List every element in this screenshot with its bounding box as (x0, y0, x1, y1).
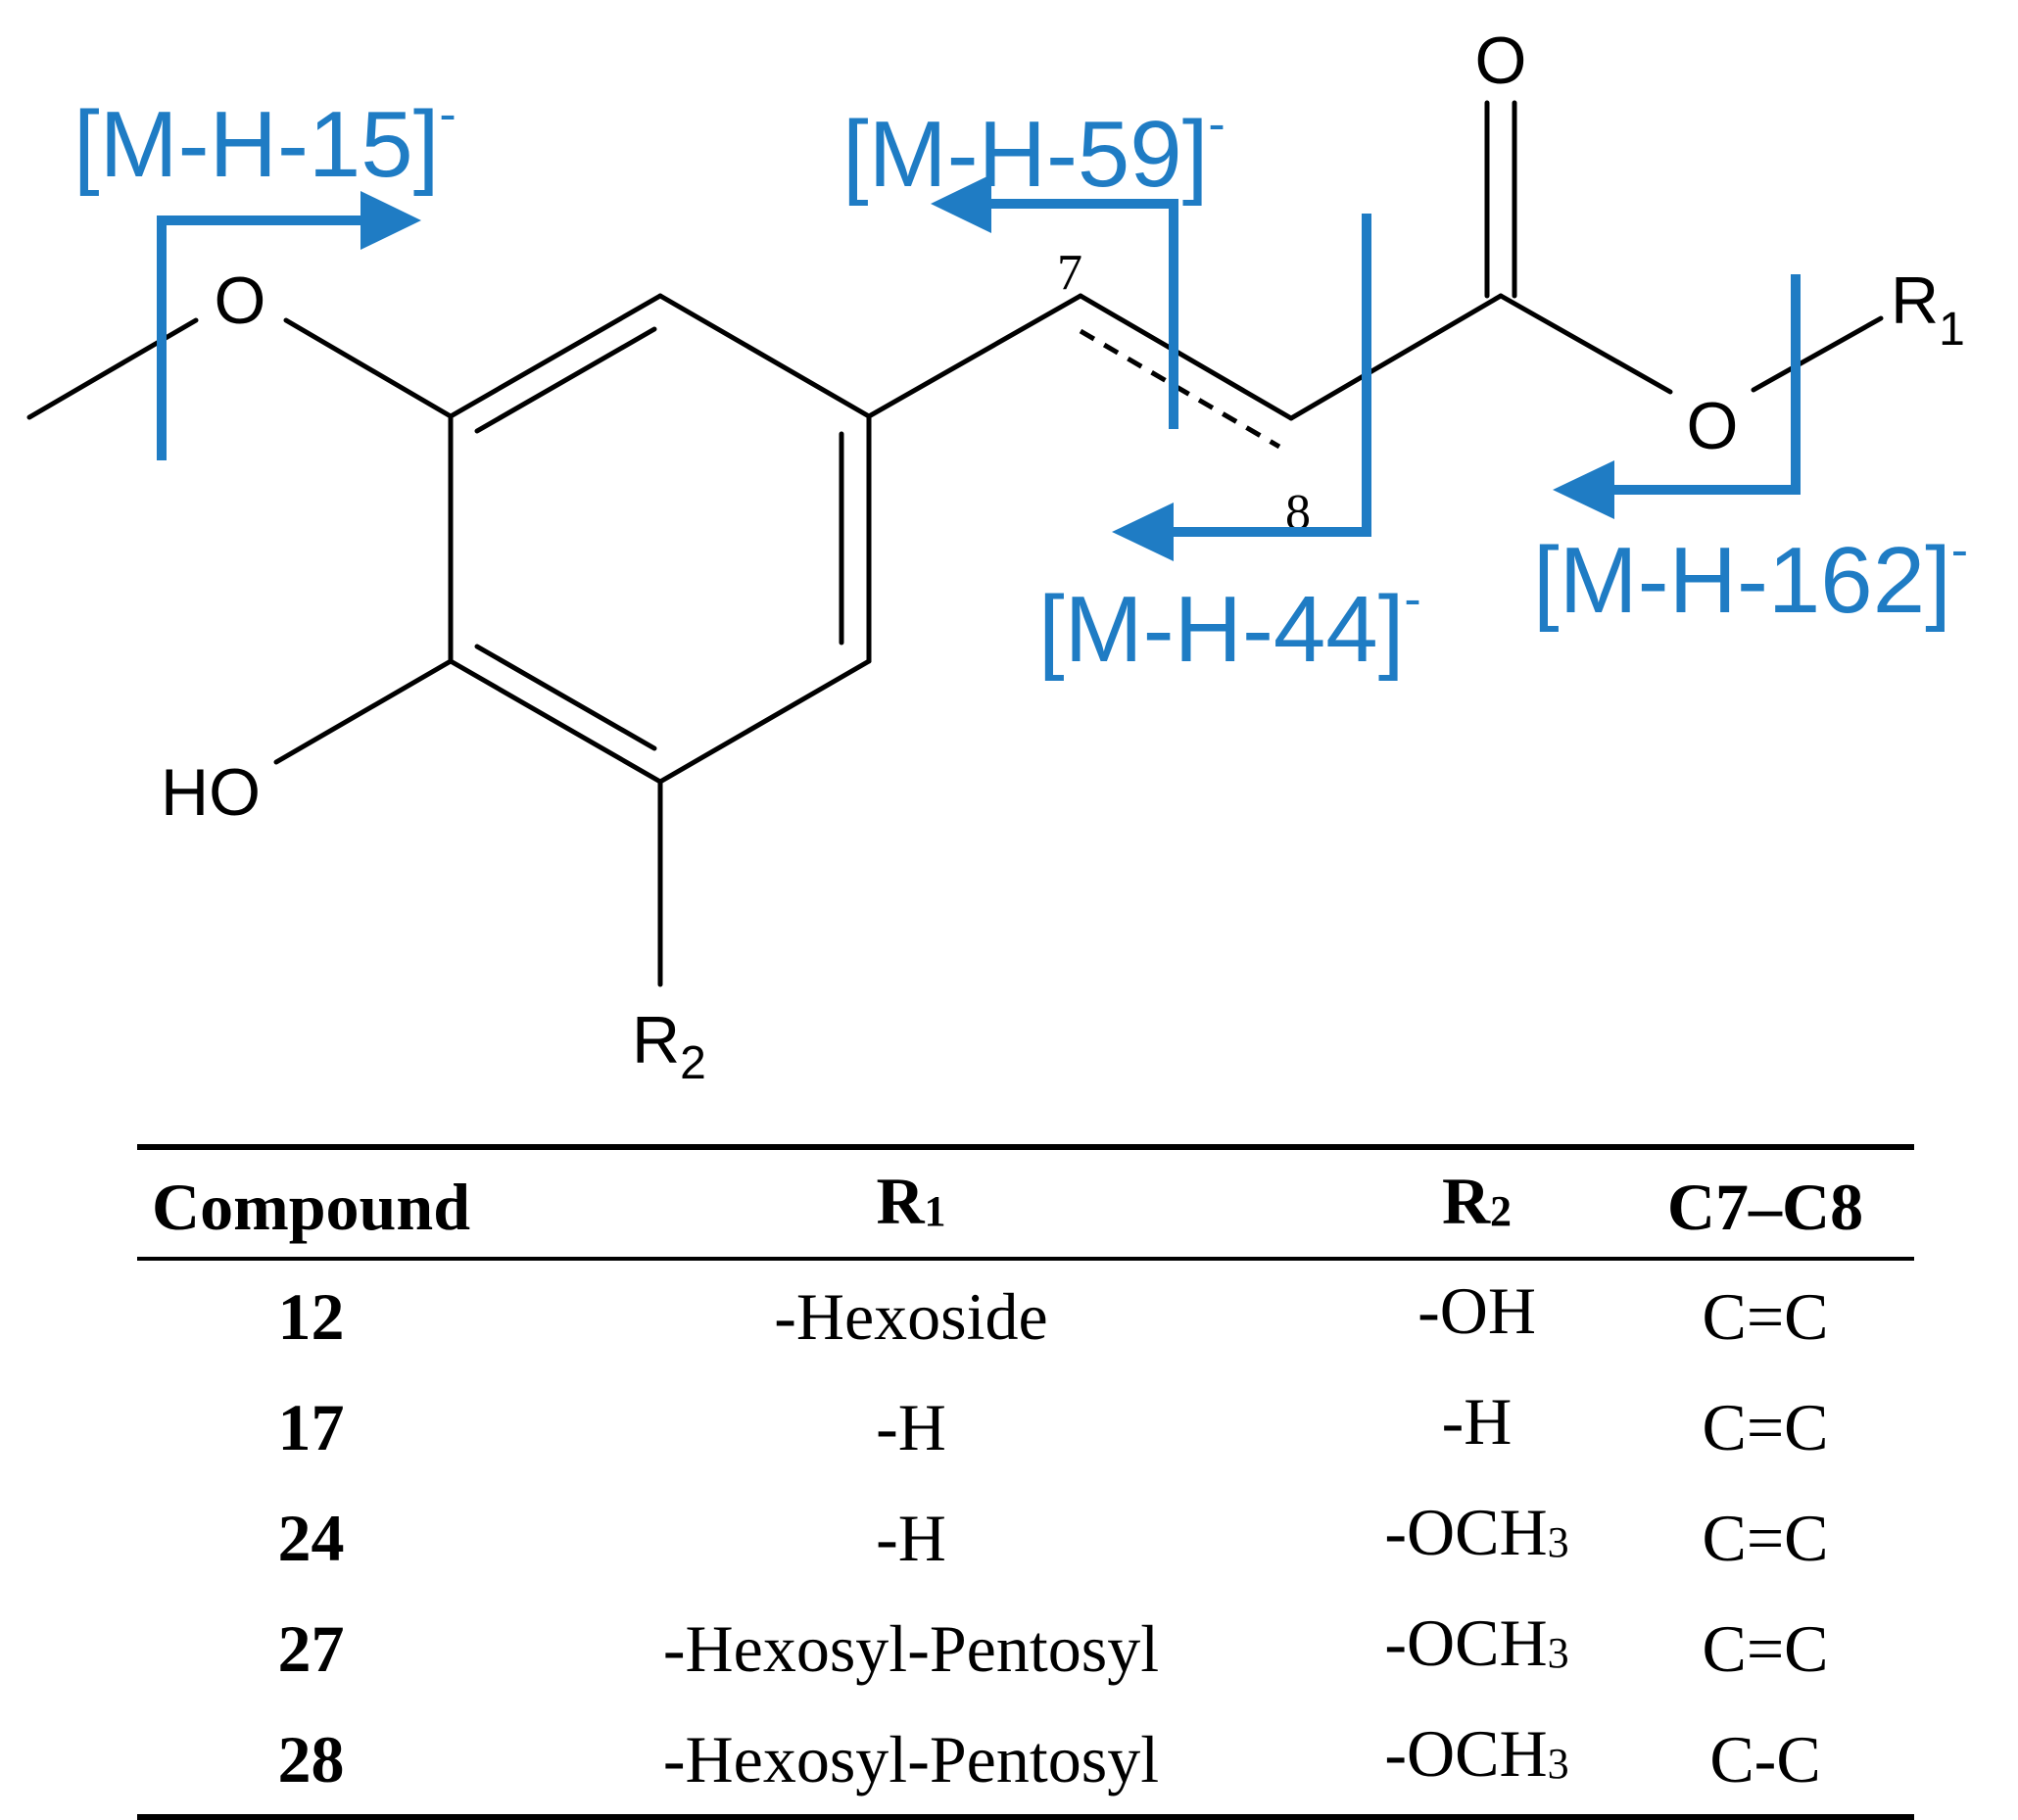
table-row: 24 -H -OCH3 C=C (137, 1482, 1914, 1593)
compound-number: 12 (277, 1278, 345, 1354)
benzene-ring (448, 293, 872, 785)
r1-value: -Hexosyl-Pentosyl (662, 1721, 1160, 1796)
table-row: 27 -Hexosyl-Pentosyl -OCH3 C=C (137, 1593, 1914, 1703)
r2-value: -OCH3 (1384, 1716, 1569, 1791)
ester-group: O R1 (1498, 263, 1965, 463)
header-r2: R2 (1441, 1164, 1513, 1238)
r1-label: R1 (1891, 263, 1965, 356)
r1-value: -H (876, 1389, 946, 1464)
fragment-label-15: [M-H-15]- (73, 86, 456, 197)
r1-value: -Hexosyl-Pentosyl (662, 1610, 1160, 1686)
compound-number: 28 (277, 1721, 345, 1796)
substituent-table: Compound R1 R2 C7–C8 12 -Hexoside -OH C=… (137, 1144, 1914, 1820)
table-row: 28 -Hexosyl-Pentosyl -OCH3 C-C (137, 1703, 1914, 1817)
r2-value: -OCH3 (1384, 1495, 1569, 1569)
fragment-m-h-44: [M-H-44]- (1038, 214, 1421, 682)
fragment-m-h-59: [M-H-59]- (842, 96, 1225, 429)
methoxy-oxygen: O (215, 263, 266, 338)
compound-table: Compound R1 R2 C7–C8 12 -Hexoside -OH C=… (137, 1144, 1914, 1820)
position-7-label: 7 (1057, 245, 1082, 301)
carbonyl-group: O (1475, 24, 1527, 299)
r1-value: -H (876, 1500, 946, 1575)
compound-number: 17 (277, 1389, 345, 1464)
fragment-m-h-162: [M-H-162]- (1533, 274, 1968, 633)
r2-value: -OH (1417, 1273, 1536, 1348)
compound-number: 24 (277, 1500, 345, 1575)
fragment-label-59: [M-H-59]- (842, 96, 1225, 207)
c7-c8-value: C=C (1702, 1500, 1829, 1575)
fragment-label-44: [M-H-44]- (1038, 571, 1421, 682)
structure-diagram: O HO R2 7 8 O O R1 (26, 24, 1968, 1089)
table-row: 17 -H -H C=C (137, 1371, 1914, 1482)
c7-c8-value: C=C (1702, 1278, 1829, 1354)
methoxy-group: O (26, 263, 454, 420)
table-row: 12 -Hexoside -OH C=C (137, 1259, 1914, 1371)
r2-label: R2 (632, 1003, 706, 1089)
c7-c8-value: C=C (1702, 1610, 1829, 1686)
r2-value: -H (1441, 1384, 1513, 1459)
compound-number: 27 (277, 1610, 345, 1686)
header-c7-c8: C7–C8 (1666, 1169, 1864, 1244)
table-header-row: Compound R1 R2 C7–C8 (137, 1147, 1914, 1259)
header-r1: R1 (876, 1164, 946, 1238)
header-compound: Compound (151, 1169, 471, 1244)
ester-oxygen: O (1687, 389, 1739, 463)
r2-substituent: R2 (632, 779, 706, 1089)
carbonyl-oxygen: O (1475, 24, 1527, 98)
c7-c8-value: C=C (1702, 1389, 1829, 1464)
fragment-m-h-15: [M-H-15]- (73, 86, 456, 460)
c7-c8-value: C-C (1709, 1721, 1821, 1796)
r1-value: -Hexoside (774, 1278, 1048, 1354)
propenoate-chain: 7 8 (866, 245, 1504, 541)
r2-value: -OCH3 (1384, 1605, 1569, 1680)
hydroxyl-group: HO (161, 658, 454, 830)
fragment-label-162: [M-H-162]- (1533, 522, 1968, 633)
hydroxyl-label: HO (161, 755, 261, 830)
